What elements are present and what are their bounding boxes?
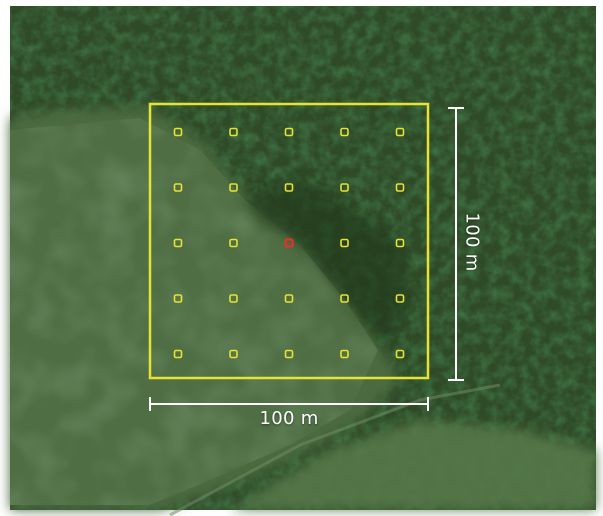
sample-point [395,183,405,192]
sample-point [395,349,405,359]
sample-point [340,294,349,303]
plot-boundary [148,102,430,380]
vertical-scale-label: 100 m [461,212,483,272]
sample-point [284,183,294,192]
sample-point [229,294,238,303]
grass-texture [10,118,378,505]
sample-point [340,238,349,248]
center-sample-point [284,238,294,248]
sample-point [173,238,183,248]
sample-point [395,127,405,137]
sample-point [173,183,183,192]
sample-point [173,349,183,359]
tree-cluster [240,180,410,345]
sample-point [284,349,294,359]
sample-point [229,127,238,137]
horizontal-scale-label: 100 m [259,408,319,429]
vertical-scale-line [448,107,464,381]
sample-point [173,127,183,137]
sample-point [229,238,238,248]
sample-points [173,127,405,359]
sample-point [340,349,349,359]
horizontal-scale-line [149,397,429,411]
sample-point [229,349,238,359]
sample-point [284,127,294,137]
field-bottom [230,420,596,510]
sample-point [340,183,349,192]
sample-point [340,127,349,137]
sample-point [173,294,183,303]
dirt-track [169,383,501,516]
sample-point [284,294,294,303]
sample-point [395,294,405,303]
sample-point [395,238,405,248]
sample-point [229,183,238,192]
